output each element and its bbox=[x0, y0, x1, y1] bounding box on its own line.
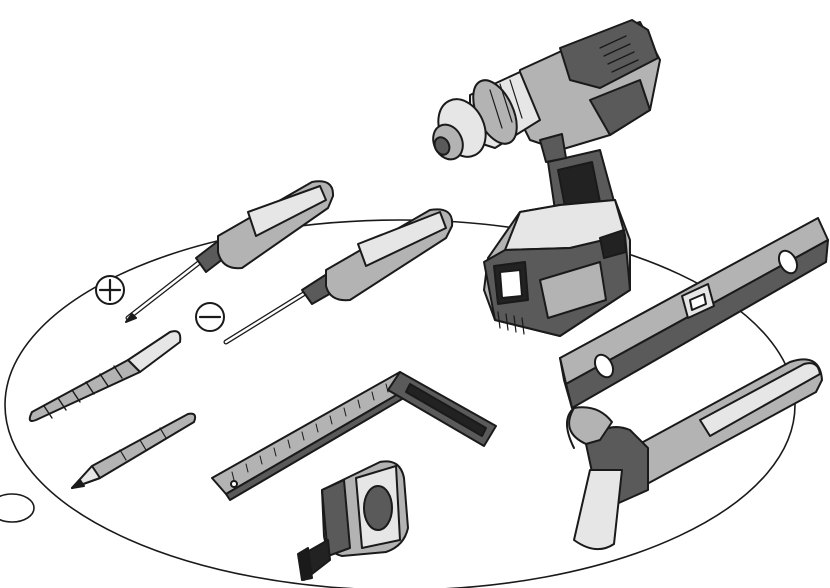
pencil-icon bbox=[71, 412, 197, 489]
flathead-screwdriver-icon bbox=[223, 208, 454, 345]
try-square-icon bbox=[211, 371, 497, 501]
drill-bit-icon bbox=[28, 330, 182, 422]
cordless-drill-icon bbox=[432, 19, 661, 239]
boundary-ellipse bbox=[4, 219, 796, 588]
tape-measure-icon bbox=[297, 460, 409, 581]
edge-ellipse-mark bbox=[0, 493, 35, 523]
slotted-symbol-icon bbox=[195, 302, 225, 332]
spirit-level-icon bbox=[559, 217, 829, 409]
phillips-screwdriver-icon bbox=[125, 180, 335, 323]
drill-battery-icon bbox=[483, 199, 631, 337]
claw-hammer-icon bbox=[566, 358, 823, 551]
phillips-symbol-icon bbox=[95, 275, 125, 305]
